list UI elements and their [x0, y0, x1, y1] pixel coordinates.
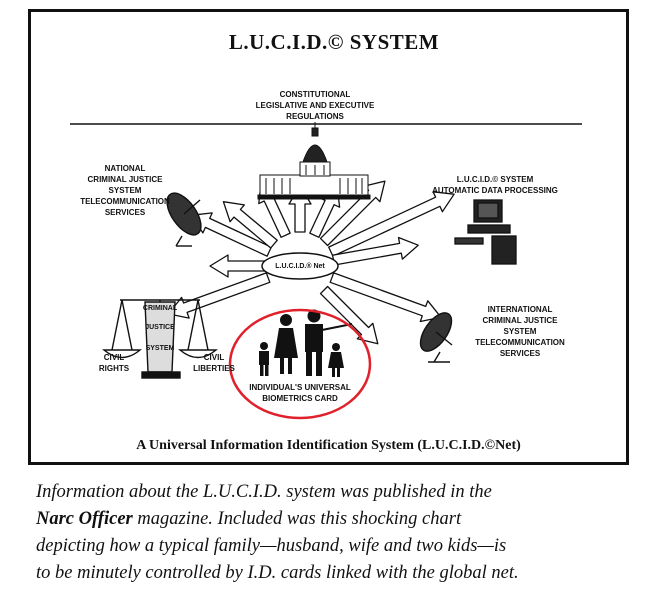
- radiating-arrow-12: [331, 236, 419, 266]
- label-constitutional: CONSTITUTIONAL LEGISLATIVE AND EXECUTIVE…: [255, 90, 375, 121]
- scales-of-justice-icon: [102, 299, 218, 379]
- scale-label-system: SYSTEM: [145, 345, 175, 352]
- caption-line-1: Information about the L.U.C.I.D. system …: [36, 482, 492, 502]
- radiating-arrow-6: [222, 201, 278, 249]
- caption-line-3: depicting how a typical family—husband, …: [36, 536, 507, 556]
- label-adp: L.U.C.I.D.© SYSTEM AUTOMATIC DATA PROCES…: [432, 175, 558, 195]
- family-figures-icon: [259, 309, 353, 377]
- scale-label-justice: JUSTICE: [145, 324, 175, 331]
- radiating-arrow-4: [328, 191, 455, 257]
- label-national-cjs: NATIONAL CRIMINAL JUSTICE SYSTEM TELECOM…: [80, 164, 170, 217]
- radiating-arrow-11: [319, 285, 379, 345]
- radiating-arrow-7: [329, 272, 442, 323]
- caption-magazine-name: Narc Officer: [36, 509, 133, 529]
- radiating-arrow-10: [209, 254, 267, 278]
- satellite-dish-icon-international: [419, 312, 453, 363]
- diagram-title: L.U.C.I.D.© SYSTEM: [228, 30, 440, 54]
- caption: Information about the L.U.C.I.D. system …: [36, 479, 661, 587]
- caption-line-4: to be minutely controlled by I.D. cards …: [36, 563, 519, 583]
- hub-label: L.U.C.I.D.® Net: [275, 263, 325, 270]
- label-civil-liberties: CIVIL LIBERTIES: [193, 353, 235, 373]
- label-civil-rights: CIVIL RIGHTS: [98, 353, 130, 373]
- radiating-arrow-8: [167, 272, 271, 319]
- scale-label-criminal: CRIMINAL: [142, 305, 178, 312]
- diagram-footer: A Universal Information Identification S…: [136, 438, 521, 453]
- radiating-arrow-5: [190, 212, 272, 257]
- label-biometrics-card: INDIVIDUAL'S UNIVERSAL BIOMETRICS CARD: [249, 383, 351, 403]
- caption-line-2: Narc Officer magazine. Included was this…: [36, 506, 661, 533]
- caption-line-2-rest: magazine. Included was this shocking cha…: [132, 509, 462, 529]
- satellite-dish-icon: [166, 192, 202, 247]
- hub-ellipse: [261, 252, 339, 280]
- computer-terminal-icon: [454, 199, 517, 265]
- label-international-cjs: INTERNATIONAL CRIMINAL JUSTICE SYSTEM TE…: [475, 305, 565, 358]
- capitol-building-icon: [257, 122, 371, 200]
- highlight-circle: [228, 308, 372, 420]
